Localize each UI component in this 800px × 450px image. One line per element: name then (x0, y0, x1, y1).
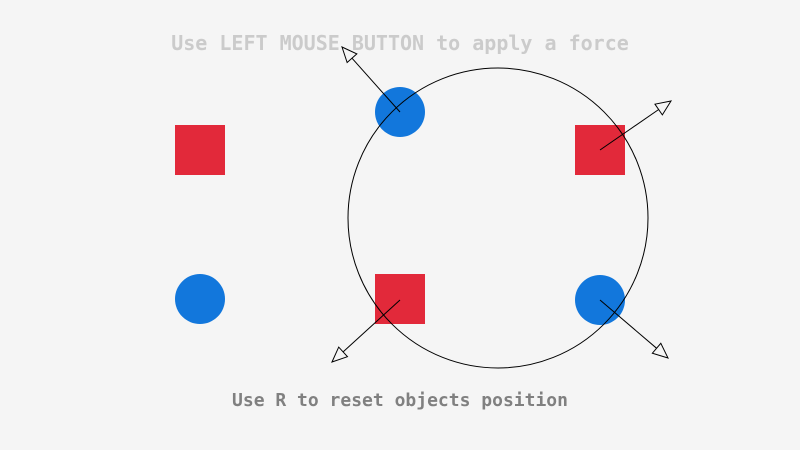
force-arrow-bottom-box-shaft (341, 299, 401, 354)
force-arrow-top-ball-head (341, 46, 358, 64)
force-arrow-right-ball-head (651, 342, 669, 359)
force-arrow-right-box-head (654, 100, 673, 116)
apply-force-instruction: Use LEFT MOUSE BUTTON to apply a force (171, 31, 629, 55)
boundary-circle-outline (347, 67, 649, 369)
force-arrow-bottom-box-head (331, 346, 349, 363)
reset-instruction: Use R to reset objects position (232, 390, 568, 411)
force-arrow-right-ball-shaft (599, 299, 659, 350)
blue-ball-left[interactable] (175, 274, 225, 324)
force-arrow-right-box-shaft (599, 107, 661, 151)
force-arrow-top-ball-shaft (350, 56, 401, 113)
red-box-left[interactable] (175, 125, 225, 175)
